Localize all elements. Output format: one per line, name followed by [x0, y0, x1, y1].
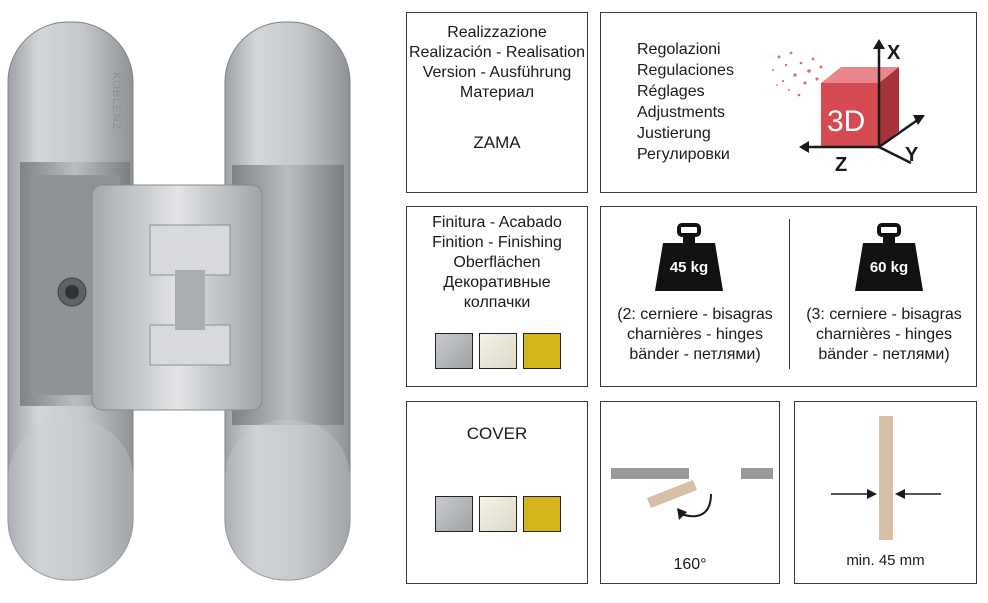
adjustments-label-en: Adjustments — [637, 104, 726, 121]
material-value: ZAMA — [473, 133, 521, 152]
finish-swatch-silver — [435, 333, 473, 369]
hinge-illustration: KOBLENZ — [7, 21, 351, 581]
load-right-line-1: (3: cerniere - bisagras — [806, 306, 962, 323]
axis-z-label: Z — [835, 154, 847, 176]
material-label-en-de: Version - Ausführung — [422, 64, 572, 81]
material-label-ru: Материал — [459, 84, 535, 101]
adjustments-label-lines: Regolazioni Regulaciones Réglages Adjust… — [637, 39, 734, 165]
cube-3d-label: 3D — [827, 105, 865, 138]
min-thickness-label: min. 45 mm — [846, 552, 925, 569]
door-opening-diagram — [611, 468, 773, 520]
load-left-line-1: (2: cerniere - bisagras — [617, 306, 773, 323]
material-label-it: Realizzazione — [447, 24, 547, 41]
rotation-arrow-icon — [677, 508, 687, 520]
load-left-text: (2: cerniere - bisagras charnières - hin… — [601, 305, 789, 365]
finish-label-lines: Finitura - Acabado Finition - Finishing … — [407, 207, 587, 313]
adjustments-label-ru: Регулировки — [637, 146, 730, 163]
finish-label-ru-2: колпачки — [463, 294, 531, 311]
cover-panel: COVER — [406, 401, 588, 584]
finish-label-fr-en: Finition - Finishing — [432, 234, 562, 251]
adjustments-label-de: Justierung — [637, 125, 711, 142]
hinge-product-image: KOBLENZ — [0, 0, 395, 598]
weight-45kg-label: 45 kg — [669, 259, 709, 276]
weight-60kg-label: 60 kg — [869, 259, 909, 276]
opening-angle-panel: 160° — [600, 401, 780, 584]
load-right-line-3: bänder - петлями) — [818, 346, 950, 363]
arrow-left-icon — [895, 489, 905, 499]
adjustments-label-es: Regulaciones — [637, 62, 734, 79]
material-label-lines: Realizzazione Realización - Realisation … — [407, 13, 587, 103]
finish-label-de: Oberflächen — [453, 254, 541, 271]
material-label-es-fr: Realización - Realisation — [408, 44, 586, 61]
load-capacity-panel: 45 kg (2: cerniere - bisagras charnières… — [600, 206, 977, 387]
door-thickness-diagram — [831, 416, 941, 540]
adjustments-panel: Regolazioni Regulaciones Réglages Adjust… — [600, 12, 977, 193]
finish-label-ru-1: Декоративные — [443, 274, 551, 291]
load-divider — [789, 219, 790, 369]
weight-45kg-icon: 45 kg — [653, 223, 725, 293]
weight-60kg-icon: 60 kg — [853, 223, 925, 293]
adjustments-label-it: Regolazioni — [637, 41, 721, 58]
finish-swatch-gold — [523, 333, 561, 369]
load-left-line-3: bänder - петлями) — [629, 346, 761, 363]
3d-adjustment-cube-icon: 3D X Y Z — [772, 39, 925, 176]
opening-angle-value: 160° — [673, 556, 707, 573]
axis-y-label: Y — [905, 144, 919, 166]
finish-swatch-white — [479, 333, 517, 369]
adjustments-label-fr: Réglages — [637, 83, 705, 100]
cover-swatch-white — [479, 496, 517, 532]
cover-swatch-silver — [435, 496, 473, 532]
door-thickness-panel: min. 45 mm — [794, 401, 977, 584]
cover-title: COVER — [466, 424, 528, 443]
load-left-line-2: charnières - hinges — [626, 326, 764, 343]
finish-panel: Finitura - Acabado Finition - Finishing … — [406, 206, 588, 387]
material-panel: Realizzazione Realización - Realisation … — [406, 12, 588, 193]
load-right-text: (3: cerniere - bisagras charnières - hin… — [791, 305, 977, 365]
finish-label-it-es: Finitura - Acabado — [432, 214, 562, 231]
load-right-line-2: charnières - hinges — [815, 326, 953, 343]
cover-swatch-gold — [523, 496, 561, 532]
arrow-right-icon — [867, 489, 877, 499]
axis-x-label: X — [887, 42, 901, 64]
brand-engraving: KOBLENZ — [110, 72, 122, 130]
